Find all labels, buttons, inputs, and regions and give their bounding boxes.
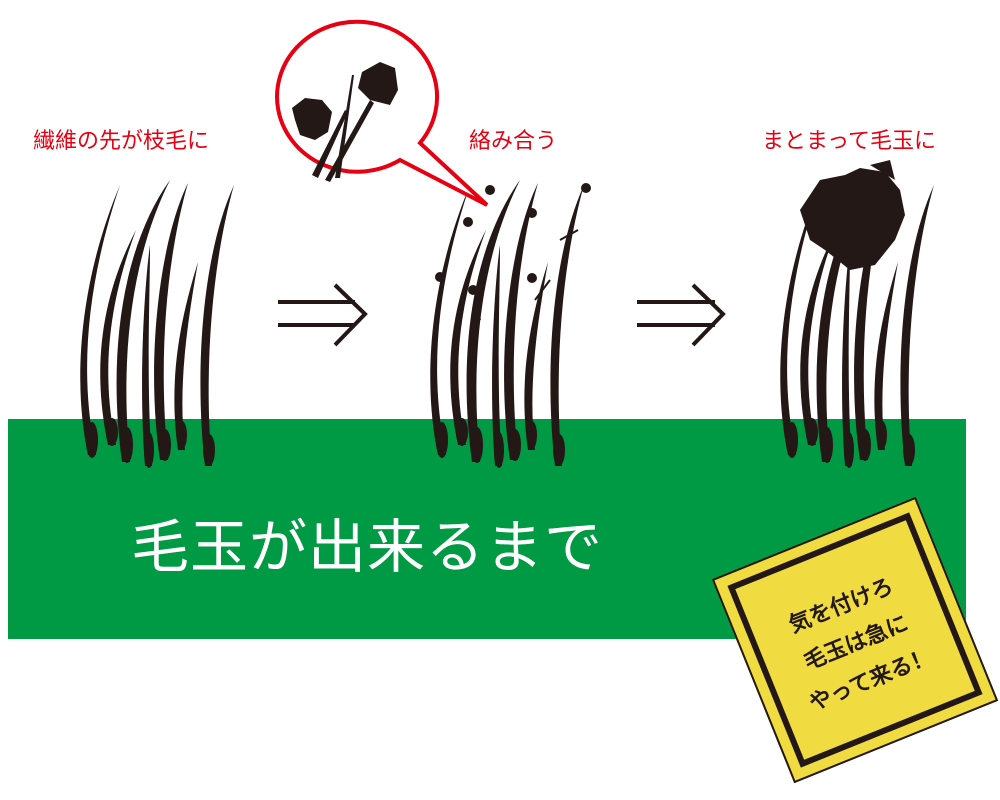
stage1-fibers <box>80 180 234 468</box>
stage3-label: まとまって毛玉に <box>762 129 937 154</box>
stage1-label: 繊維の先が枝毛に <box>33 129 210 154</box>
stage2-fibers <box>430 180 591 468</box>
arrow-2 <box>637 283 726 347</box>
main-title: 毛玉が出来るまで <box>130 513 603 581</box>
magnify-callout <box>275 19 489 207</box>
stage2-label: 絡み合う <box>469 129 558 154</box>
arrow-1 <box>278 283 368 347</box>
stage3-fibers <box>780 160 934 468</box>
